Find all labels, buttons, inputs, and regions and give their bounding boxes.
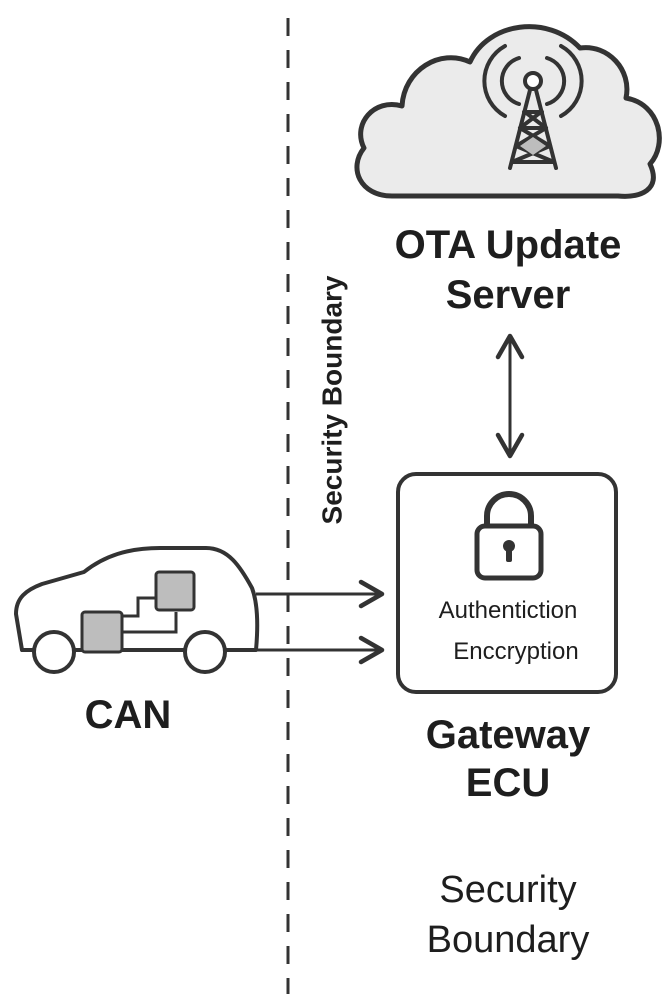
- lock-icon: [474, 491, 544, 581]
- gateway-authentication-text: Authentiction: [439, 597, 578, 624]
- security-boundary-bottom-line2: Boundary: [427, 919, 590, 961]
- security-boundary-vertical-label: Security Boundary: [316, 275, 347, 524]
- gateway-encryption-text: Enccryption: [453, 638, 578, 665]
- radio-tower-icon: [482, 44, 584, 170]
- can-module-upper: [154, 570, 196, 612]
- can-label: CAN: [85, 693, 172, 737]
- cloud-shape: [354, 24, 662, 199]
- ota-server-title-line1: OTA Update: [395, 223, 622, 267]
- can-module-lower: [80, 610, 124, 654]
- security-boundary-bottom-line1: Security: [439, 869, 576, 911]
- gateway-ecu-box: [396, 472, 618, 694]
- can-circuit-lines: [122, 596, 178, 634]
- gateway-ecu-title-line1: Gateway: [426, 713, 591, 757]
- ota-server-title-line2: Server: [446, 273, 571, 317]
- gateway-ecu-title-line2: ECU: [466, 761, 550, 805]
